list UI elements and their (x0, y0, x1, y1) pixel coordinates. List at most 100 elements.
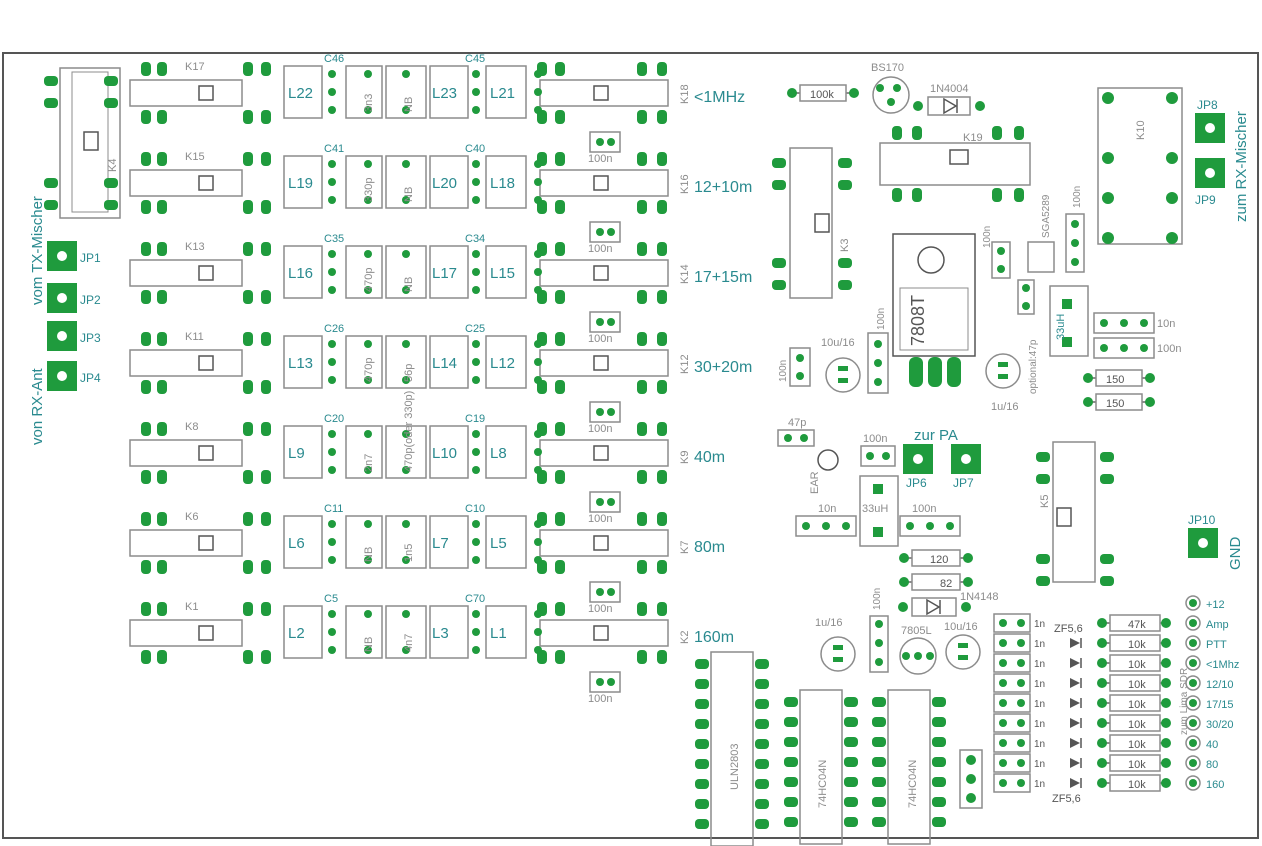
relay-k3: K3 (772, 147, 852, 299)
cap-value-2: NB (403, 97, 415, 112)
jumper-jp1[interactable]: JP1 (47, 241, 101, 271)
cap-1n-label: 1n (1034, 759, 1045, 770)
sdr-pin-label: 160 (1206, 779, 1224, 791)
jp3-label: JP3 (80, 331, 101, 345)
jumper-jp4[interactable]: JP4 (47, 361, 101, 391)
sdr-pin-label: Amp (1206, 619, 1229, 631)
cap-value-2: NB (403, 187, 415, 202)
sdr-pin-label: 80 (1206, 759, 1218, 771)
inductor-label-b: L10 (432, 445, 457, 462)
cap-100n-right: 100n (1093, 337, 1181, 359)
regulator-7805l: 7805L (899, 625, 937, 675)
jumper-jp9[interactable]: JP9 (1195, 158, 1225, 207)
relay-left-label: K15 (185, 151, 205, 163)
jumper-jp8[interactable]: JP8 (1195, 98, 1225, 143)
ear-pad[interactable]: EAR (809, 449, 839, 494)
cap-100n-vert: 100n (867, 308, 889, 394)
cap-100n-sga: 100n (1065, 186, 1085, 273)
relay-left-label: K17 (185, 61, 205, 73)
jumper-jp3[interactable]: JP3 (47, 321, 101, 351)
inductor-label-c: L8 (490, 445, 507, 462)
jp9-label: JP9 (1195, 193, 1216, 207)
hc2-label: 74HC04N (907, 760, 919, 808)
ind33a-label: 33uH (1055, 314, 1067, 340)
uln-label: ULN2803 (729, 744, 741, 790)
r82-label: 82 (940, 578, 952, 590)
sdr-pin-label: 12/10 (1206, 679, 1234, 691)
c100n-sga-label: 100n (1072, 186, 1083, 208)
jumper-jp7[interactable]: JP7 (951, 444, 981, 490)
inductor-label-b: L3 (432, 625, 449, 642)
inductor-label-a: L22 (288, 85, 313, 102)
cap-value-1: NB (363, 637, 375, 652)
cap-ref-b: C45 (465, 53, 485, 65)
relay-right-label: K14 (679, 264, 691, 284)
sdr-pin-label: 17/15 (1206, 699, 1234, 711)
cap-value-2: 1n5 (403, 544, 415, 562)
r150a-label: 150 (1106, 374, 1124, 386)
inductor-label-b: L14 (432, 355, 457, 372)
rx-mixer-out-label: zum RX-Mischer (1233, 111, 1250, 222)
inductor-label-a: L16 (288, 265, 313, 282)
resistor-value: 47k (1128, 619, 1146, 631)
jumper-jp6[interactable]: JP6 (903, 444, 933, 490)
relay-left-label: K1 (185, 601, 198, 613)
inductor-label-a: L2 (288, 625, 305, 642)
c1u16a-label: 1u/16 (991, 401, 1019, 413)
cap-ref-b: C10 (465, 503, 485, 515)
resistor-value: 10k (1128, 759, 1146, 771)
jumper-jp10[interactable]: JP10 (1188, 513, 1218, 558)
cap-decoupling-label: 100n (588, 243, 612, 255)
c100n-mid2-label: 100n (912, 503, 936, 515)
cap-ref-b: C25 (465, 323, 485, 335)
relay-right-label: K2 (679, 631, 691, 644)
c100n-low-label: 100n (872, 588, 883, 610)
r150b-label: 150 (1106, 398, 1124, 410)
jp10-label: JP10 (1188, 513, 1216, 527)
inductor-label-b: L23 (432, 85, 457, 102)
ics (695, 651, 946, 846)
sdr-pin-label: +12 (1206, 599, 1225, 611)
header-3pin (959, 749, 983, 809)
k10-label: K10 (1135, 120, 1147, 140)
cap-100n-mid: 100n (778, 347, 811, 387)
k3-label: K3 (839, 239, 851, 252)
relay-k4: K4 (44, 67, 121, 219)
cap-decoupling-label: 100n (588, 693, 612, 705)
band-label: 80m (694, 539, 725, 556)
jp7-label: JP7 (953, 476, 974, 490)
cap-ref-a: C20 (324, 413, 344, 425)
inductor-label-b: L7 (432, 535, 449, 552)
relay-left-label: K6 (185, 511, 198, 523)
cap-value-1: 2n7 (363, 454, 375, 472)
jp6-label: JP6 (906, 476, 927, 490)
relay-right-label: K9 (679, 451, 691, 464)
reg7808-label: 7808T (908, 295, 928, 346)
jp8-label: JP8 (1197, 98, 1218, 112)
band-label: <1MHz (694, 89, 745, 106)
cap-100n-reg: 100n (982, 226, 1011, 279)
jumper-jp2[interactable]: JP2 (47, 283, 101, 313)
inductor-label-a: L6 (288, 535, 305, 552)
sdr-pin-label: <1Mhz (1206, 659, 1239, 671)
ind33b-label: 33uH (862, 503, 888, 515)
band-label: 160m (694, 629, 734, 646)
resistor-value: 10k (1128, 739, 1146, 751)
resistor-value: 10k (1128, 779, 1146, 791)
r100k-label: 100k (810, 89, 834, 101)
diode-1n4004: 1N4004 (913, 83, 985, 116)
c100n-reg-label: 100n (982, 226, 993, 248)
cap-1n-label: 1n (1034, 679, 1045, 690)
ic-chip (784, 689, 858, 845)
relay-right-label: K18 (679, 84, 691, 104)
cap-1n-label: 1n (1034, 639, 1045, 650)
sdr-pin-label: 30/20 (1206, 719, 1234, 731)
cap-value-2: 4n7 (403, 634, 415, 652)
rx-ant-label: von RX-Ant (29, 367, 46, 445)
resistor-value: 10k (1128, 659, 1146, 671)
cap-value-1: 3n3 (363, 94, 375, 112)
cap-ref-a: C26 (324, 323, 344, 335)
